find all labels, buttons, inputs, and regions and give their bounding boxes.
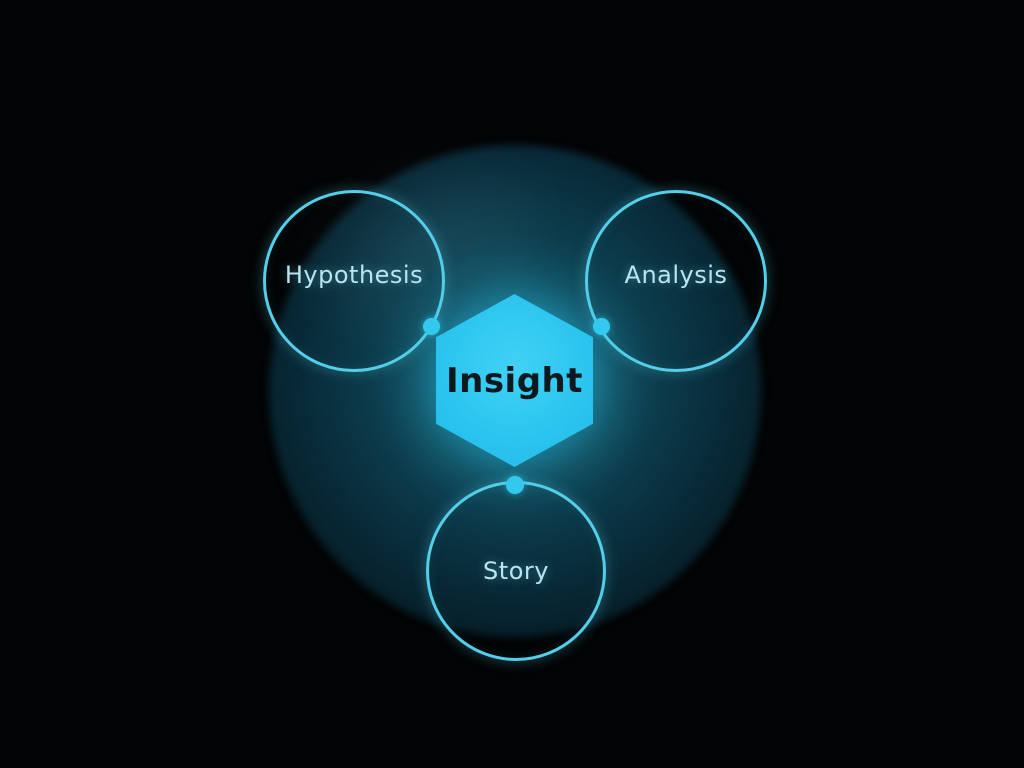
connector-dot-analysis bbox=[593, 318, 610, 335]
center-hexagon: Insight bbox=[436, 294, 593, 467]
connector-dot-hypothesis bbox=[423, 318, 440, 335]
node-circle-hypothesis: Hypothesis bbox=[263, 190, 445, 372]
node-circle-story: Story bbox=[426, 481, 606, 661]
node-label-hypothesis: Hypothesis bbox=[284, 261, 424, 289]
connector-dot-story bbox=[506, 476, 524, 494]
node-label-story: Story bbox=[483, 557, 549, 585]
node-circle-analysis: Analysis bbox=[585, 190, 767, 372]
node-label-analysis: Analysis bbox=[624, 261, 728, 289]
hexagon-label: Insight bbox=[445, 360, 584, 401]
hexagon-shape: Insight bbox=[436, 294, 593, 467]
